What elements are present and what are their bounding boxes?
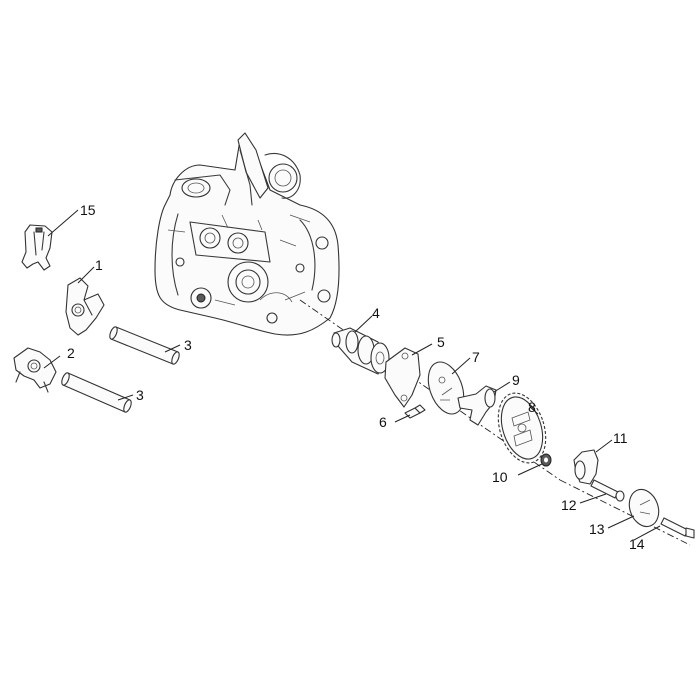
part-7-disc (427, 361, 465, 415)
part-15-rocker-bracket (21, 224, 53, 271)
callout-15: 15 (80, 202, 96, 218)
part-12-bolt (590, 479, 625, 502)
leader-lines (43, 209, 661, 541)
part-10-pin (540, 453, 552, 467)
part-11-weight (573, 449, 599, 485)
callout-6: 6 (379, 414, 387, 430)
part-3-rocker-shaft-upper (109, 326, 180, 365)
part-3-rocker-shaft-lower (61, 372, 132, 413)
assembly-axis-line-2 (559, 479, 691, 546)
callout-11: 11 (613, 430, 628, 446)
part-14-long-bolt (660, 517, 695, 539)
part-13-washer (628, 488, 660, 528)
callout-9: 9 (512, 372, 520, 388)
callout-12: 12 (561, 497, 577, 513)
callout-3-upper: 3 (184, 337, 192, 353)
callout-3-lower: 3 (136, 387, 144, 403)
callout-5: 5 (437, 334, 445, 350)
part-5-cover-plate (384, 347, 421, 408)
callout-14: 14 (629, 536, 645, 552)
callout-1: 1 (95, 257, 103, 273)
callout-7: 7 (472, 349, 480, 365)
part-2-rocker-arm (13, 347, 57, 393)
part-9-lever (457, 385, 497, 426)
callout-2: 2 (67, 345, 75, 361)
cylinder-head (154, 132, 340, 336)
part-1-rocker-arm (65, 277, 105, 336)
callout-10: 10 (492, 469, 508, 485)
part-4-camshaft (331, 327, 390, 375)
callout-8: 8 (528, 399, 536, 415)
callout-4: 4 (372, 305, 380, 321)
callout-13: 13 (589, 521, 605, 537)
